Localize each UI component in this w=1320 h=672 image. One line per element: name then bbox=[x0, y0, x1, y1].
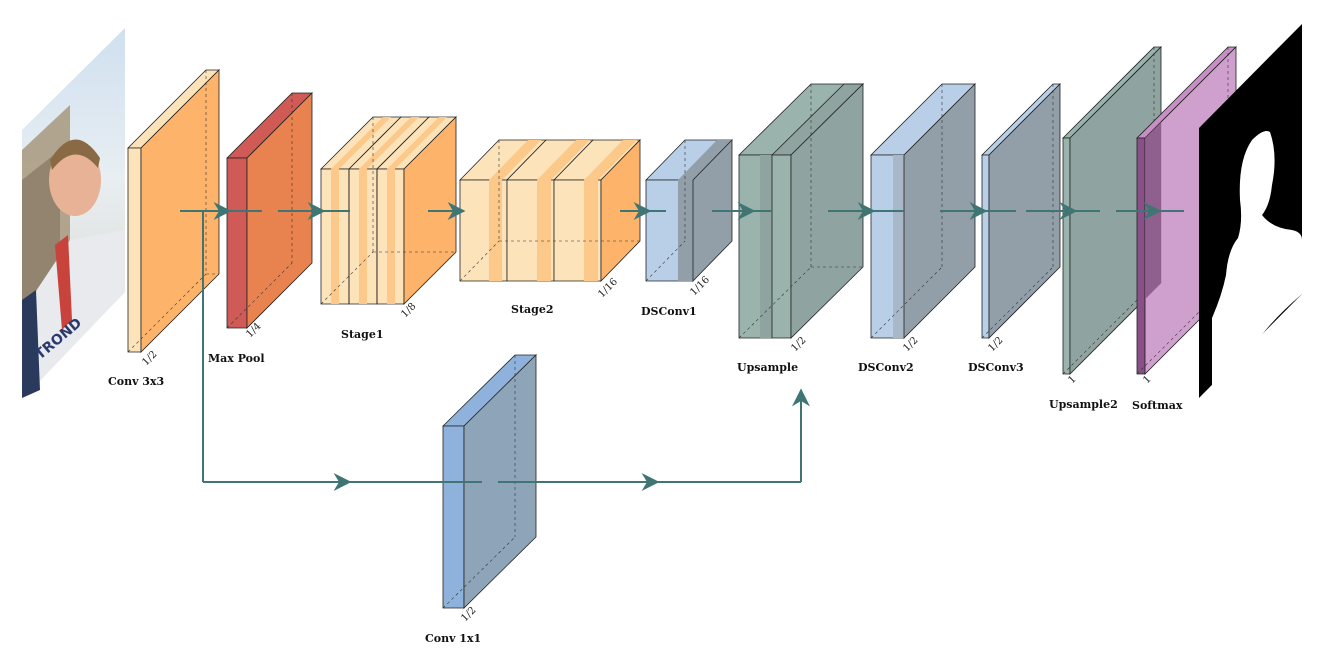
layer-labels: Conv 3x3 Max Pool Stage1 Stage2 DSConv1 … bbox=[108, 303, 1183, 645]
scale-upsample2: 1 bbox=[1066, 374, 1078, 386]
scale-labels: 1/2 1/4 1/8 1/16 1/16 1/2 1/2 1/2 1 1 1/… bbox=[140, 274, 1153, 624]
block-dsconv2 bbox=[870, 83, 976, 339]
block-stage2 bbox=[459, 139, 641, 282]
input-photo: TROND bbox=[22, 28, 125, 398]
label-stage1: Stage1 bbox=[341, 328, 384, 341]
label-dsconv3: DSConv3 bbox=[968, 361, 1024, 374]
label-dsconv2: DSConv2 bbox=[858, 361, 914, 374]
label-stage2: Stage2 bbox=[511, 303, 554, 316]
scale-conv3x3: 1/2 bbox=[140, 349, 159, 368]
label-upsample: Upsample bbox=[737, 361, 798, 374]
block-dsconv3 bbox=[981, 83, 1061, 339]
segmentation-mask bbox=[1199, 24, 1302, 398]
scale-softmax: 1 bbox=[1141, 374, 1153, 386]
label-softmax: Softmax bbox=[1132, 399, 1183, 412]
label-maxpool: Max Pool bbox=[208, 352, 265, 365]
label-upsample2: Upsample2 bbox=[1049, 398, 1118, 411]
skip-path-arrows bbox=[202, 211, 810, 491]
label-conv3x3: Conv 3x3 bbox=[108, 375, 164, 388]
label-conv1x1: Conv 1x1 bbox=[425, 632, 481, 645]
block-upsample bbox=[738, 83, 864, 339]
label-dsconv1: DSConv1 bbox=[641, 305, 697, 318]
scale-upsample: 1/2 bbox=[789, 335, 808, 354]
